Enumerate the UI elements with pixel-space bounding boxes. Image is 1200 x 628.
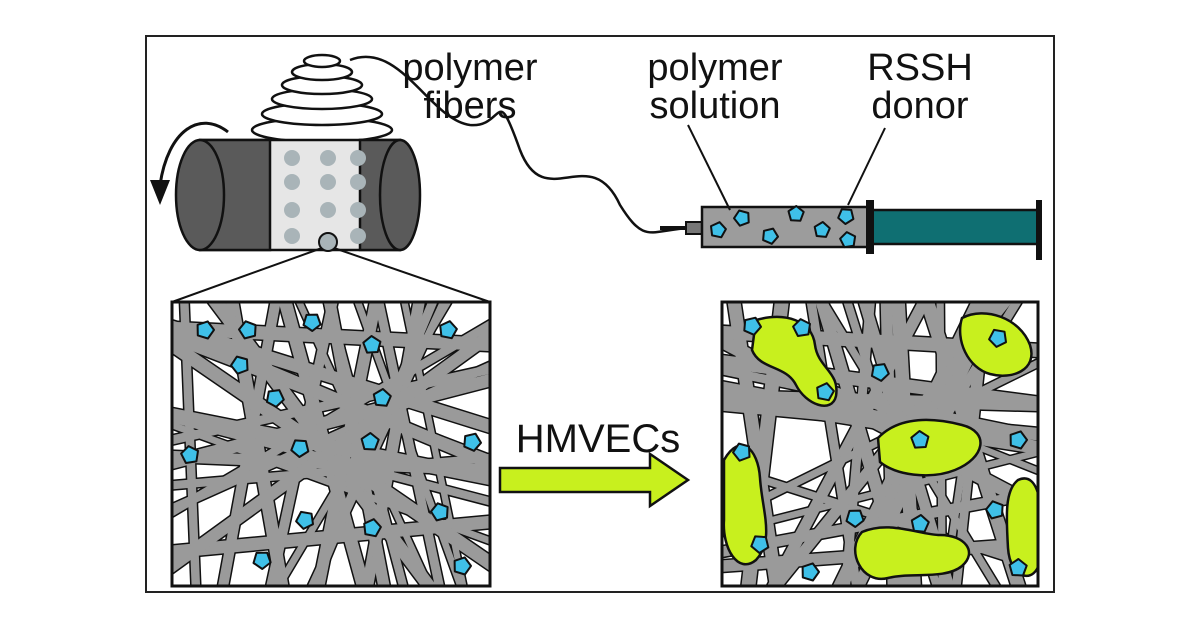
arrow-label: HMVECs xyxy=(516,417,680,461)
collector-drum xyxy=(174,138,422,252)
pentagon-icon xyxy=(837,208,855,225)
drum-dot xyxy=(350,174,366,190)
fiber-spiral xyxy=(250,53,394,144)
pentagon-icon xyxy=(372,388,392,407)
pentagon-icon xyxy=(792,318,811,337)
pentagon-icon xyxy=(238,320,257,340)
pentagon-icon xyxy=(360,432,380,451)
drum-dot xyxy=(350,228,366,244)
arrow-head-icon xyxy=(150,180,170,205)
pentagon-icon xyxy=(1009,430,1028,450)
pentagon-icon xyxy=(265,389,285,408)
pentagon-icon xyxy=(870,363,890,382)
pentagon-icon xyxy=(750,535,770,554)
fiber-mat-panel xyxy=(170,300,492,588)
pentagon-icon xyxy=(710,221,727,239)
drum-dot xyxy=(284,228,300,244)
pentagon-icon xyxy=(845,509,865,528)
curved-arrow-icon xyxy=(158,121,229,186)
right-arrow-icon xyxy=(498,451,691,509)
polymer-fiber-line xyxy=(349,55,691,234)
pentagon-icon xyxy=(733,209,750,227)
pentagon-icon xyxy=(180,445,199,464)
drum-dot xyxy=(320,174,336,190)
pentagon-icon xyxy=(732,442,751,462)
pentagon-icon xyxy=(988,328,1007,348)
pentagon-icon xyxy=(453,556,472,576)
polymer-fiber xyxy=(806,302,862,586)
pentagon-icon xyxy=(743,316,762,336)
label-rssh-1: RSSH xyxy=(867,47,973,89)
endothelial-cell xyxy=(853,526,971,581)
cell-seeded-panel xyxy=(720,300,1040,588)
endothelial-cell xyxy=(1005,477,1038,578)
drum-dot xyxy=(284,150,300,166)
pentagon-icon xyxy=(290,439,310,458)
pentagon-icon xyxy=(430,502,449,522)
pentagon-icon xyxy=(196,320,215,340)
drum-dot xyxy=(284,174,300,190)
pointer-donor xyxy=(847,127,886,206)
syringe xyxy=(660,200,1042,260)
pentagon-icon xyxy=(813,221,831,238)
pentagon-icon xyxy=(439,320,458,340)
drum-dot xyxy=(320,202,336,218)
zoom-line-left xyxy=(171,247,323,303)
drum-dot xyxy=(350,202,366,218)
label-polymer-fibers-2: fibers xyxy=(424,85,517,127)
pentagon-icon xyxy=(801,562,820,582)
polymer-fiber xyxy=(727,302,783,586)
zoom-line-right xyxy=(333,247,491,303)
label-polymer-solution-2: solution xyxy=(650,85,781,127)
pentagon-icon xyxy=(816,382,835,402)
pentagon-icon xyxy=(787,205,805,222)
pentagon-icon xyxy=(463,432,482,452)
endothelial-cell xyxy=(876,418,982,477)
drum-dot xyxy=(320,150,336,166)
pentagon-icon xyxy=(363,518,382,538)
pentagon-icon xyxy=(910,514,930,533)
syringe-plunger xyxy=(870,208,1040,246)
label-polymer-fibers-1: polymer xyxy=(402,47,537,89)
pentagon-icon xyxy=(1008,558,1028,577)
sample-spot xyxy=(318,232,338,252)
pentagon-icon xyxy=(839,231,857,249)
drum-dot xyxy=(284,202,300,218)
pentagon-icon xyxy=(910,430,930,449)
drum-dot xyxy=(350,150,366,166)
polymer-fiber xyxy=(172,453,490,490)
polymer-fiber xyxy=(172,324,490,471)
label-rssh-2: donor xyxy=(871,85,969,127)
pentagon-icon xyxy=(230,355,249,375)
pentagon-icon xyxy=(362,335,382,354)
pentagon-icon xyxy=(762,227,779,245)
polymer-fiber xyxy=(172,320,490,434)
label-polymer-solution-1: polymer xyxy=(647,47,782,89)
pentagon-icon xyxy=(302,313,322,332)
polymer-fiber xyxy=(172,408,490,486)
pentagon-icon xyxy=(295,510,314,530)
pointer-solution xyxy=(687,124,731,211)
pentagon-icon xyxy=(985,500,1004,520)
pentagon-icon xyxy=(252,551,272,570)
